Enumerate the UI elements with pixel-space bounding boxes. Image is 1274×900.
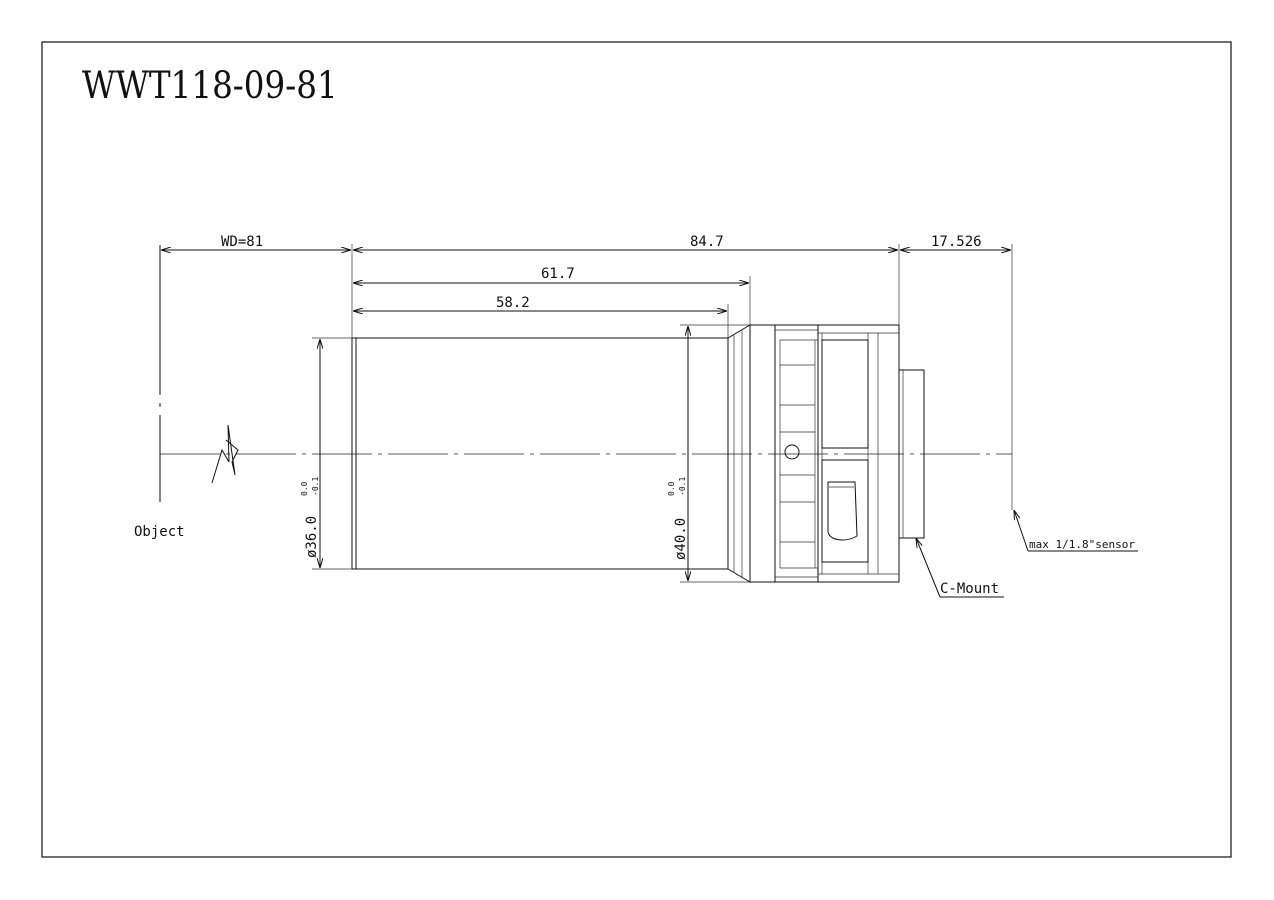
front-diameter-tolerance-lower: -0.1 [311, 477, 320, 496]
drawing-frame [41, 41, 1232, 858]
overall-length-label: 84.7 [690, 234, 724, 250]
ring-length-label: 61.7 [541, 266, 575, 282]
flange-distance-label: 17.526 [931, 234, 982, 250]
object-label: Object [134, 524, 185, 540]
focus-ring [749, 324, 819, 583]
wd-dimension-label: WD=81 [221, 234, 263, 250]
rear-diameter-tolerance-upper: 0.0 [667, 481, 676, 496]
front-diameter-tolerance-upper: 0.0 [300, 481, 309, 496]
lock-screw [784, 444, 800, 460]
break-symbol [211, 424, 239, 484]
sensor-leader [1014, 510, 1029, 552]
front-diameter-label: ø36.0 [304, 516, 320, 558]
barrel-length-label: 58.2 [496, 295, 530, 311]
c-mount-thread [898, 369, 925, 539]
rear-diameter-label: ø40.0 [673, 518, 689, 560]
c-mount-leader [916, 538, 941, 598]
rear-housing [817, 324, 900, 583]
drawing-title: WWT118-09-81 [82, 64, 338, 107]
sensor-label: max 1/1.8"sensor [1029, 538, 1135, 551]
lens-barrel [351, 324, 751, 583]
c-mount-label: C-Mount [940, 581, 999, 597]
rear-diameter-tolerance-lower: -0.1 [678, 477, 687, 496]
